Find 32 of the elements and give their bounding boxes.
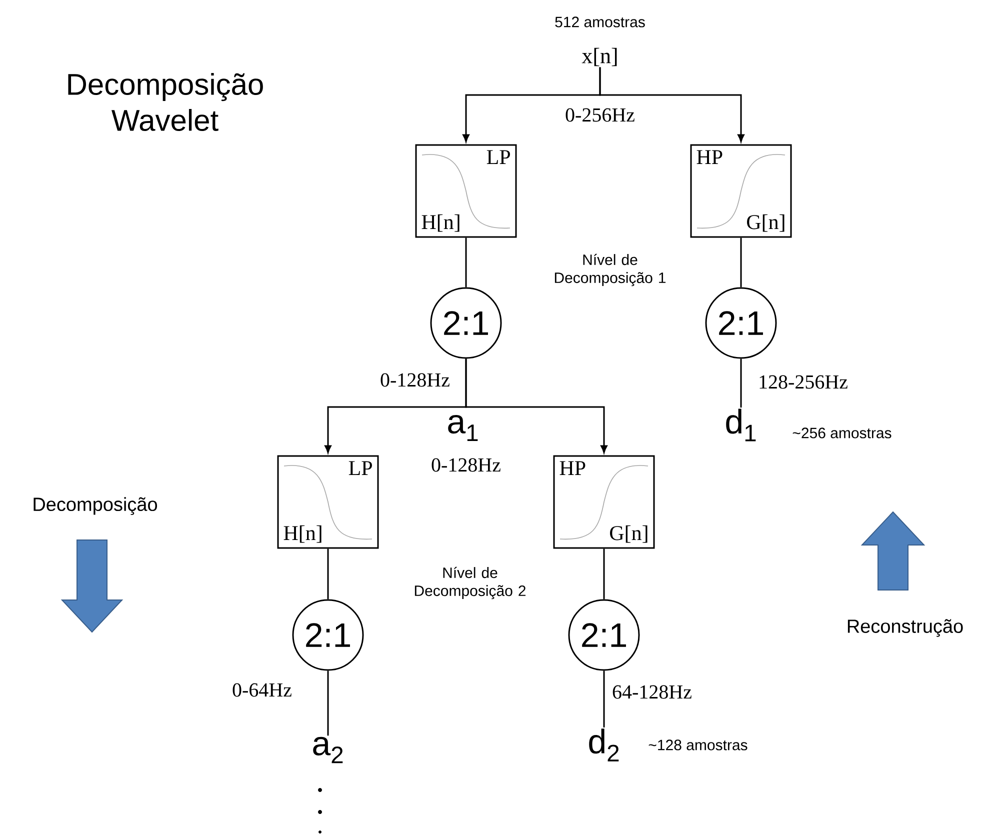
direction-label: Reconstrução [848,619,963,637]
sample-count: ~256 amostras [792,428,892,438]
coefficient-label: a$_{2}$ [313,736,343,764]
connector [603,670,605,728]
edge-label: 128-256Hz [760,375,848,389]
title: Decomposição Wavelet [68,72,263,132]
signal-label: x[n] [582,48,617,66]
connector [465,358,608,454]
coefficient-label: d$_{1}$ [726,408,756,442]
filter-box: LP H[n] [277,455,379,549]
filter-box: HP G[n] [553,455,655,549]
freq-label: 0-128Hz [432,458,500,472]
connector [740,238,742,288]
filter-box: LP H[n] [415,144,517,238]
level-label: Nível de Decomposição 2 [414,566,526,600]
edge-label: 64-128Hz [612,685,692,699]
connector [327,548,329,600]
coefficient-label: d$_{2}$ [589,728,619,762]
level-label: Nível de Decomposição 1 [554,254,666,286]
connector [465,238,467,288]
edge-label: 0-64Hz [232,683,292,697]
direction-label: Decomposição [34,497,158,515]
connector [740,358,742,408]
connector [599,67,744,142]
freq-label: 0-256Hz [566,108,634,122]
coefficient-label: a$_{1}$ [448,414,478,442]
connector [327,670,329,736]
sample-count: 512 amostras [555,16,645,28]
connector [603,548,605,600]
freq-label: 0-128Hz [380,373,450,387]
filter-box: HP G[n] [690,144,792,238]
sample-count: ~128 amostras [648,740,748,750]
